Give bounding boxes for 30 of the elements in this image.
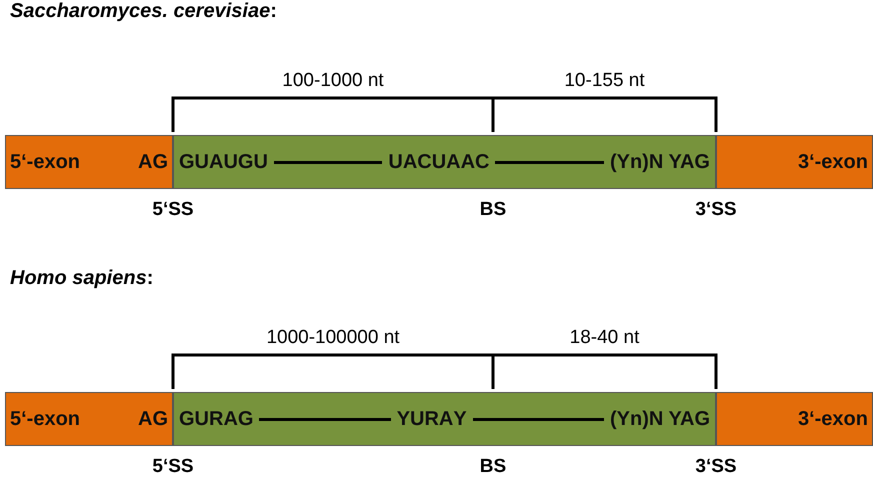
site-label: 5‘SS bbox=[152, 199, 194, 221]
exon-bar bbox=[716, 392, 873, 446]
exon-label: 3‘-exon bbox=[798, 408, 868, 430]
sequence-text: (Yn)N YAG bbox=[610, 408, 710, 430]
site-label: BS bbox=[480, 456, 506, 478]
length-label: 100-1000 nt bbox=[282, 70, 384, 92]
section-heading: Homo sapiens: bbox=[10, 267, 154, 290]
exon-bar bbox=[5, 135, 173, 189]
sequence-text: UACUAAC bbox=[388, 150, 490, 174]
sequence-text: YURAY bbox=[396, 408, 467, 430]
sequence-text: (Yn)N YAG bbox=[610, 150, 710, 174]
exon-bar bbox=[5, 392, 173, 446]
length-label: 10-155 nt bbox=[564, 70, 645, 92]
intron-bar bbox=[173, 135, 716, 189]
sequence-text: GUAUGU bbox=[179, 150, 268, 174]
length-label: 1000-100000 nt bbox=[266, 327, 400, 349]
site-label: 3‘SS bbox=[695, 456, 737, 478]
exon-label: 5‘-exon bbox=[10, 408, 80, 430]
intron-bar bbox=[173, 392, 716, 446]
site-label: BS bbox=[480, 199, 506, 221]
exon-label: 5‘-exon bbox=[10, 150, 80, 174]
exon-label: 3‘-exon bbox=[798, 150, 868, 174]
sequence-text: GURAG bbox=[179, 408, 254, 430]
exon-label: AG bbox=[138, 150, 168, 174]
exon-bar bbox=[716, 135, 873, 189]
exon-label: AG bbox=[138, 408, 168, 430]
section-heading: Saccharomyces. cerevisiae: bbox=[10, 0, 277, 23]
length-label: 18-40 nt bbox=[570, 327, 640, 349]
site-label: 3‘SS bbox=[695, 199, 737, 221]
site-label: 5‘SS bbox=[152, 456, 194, 478]
